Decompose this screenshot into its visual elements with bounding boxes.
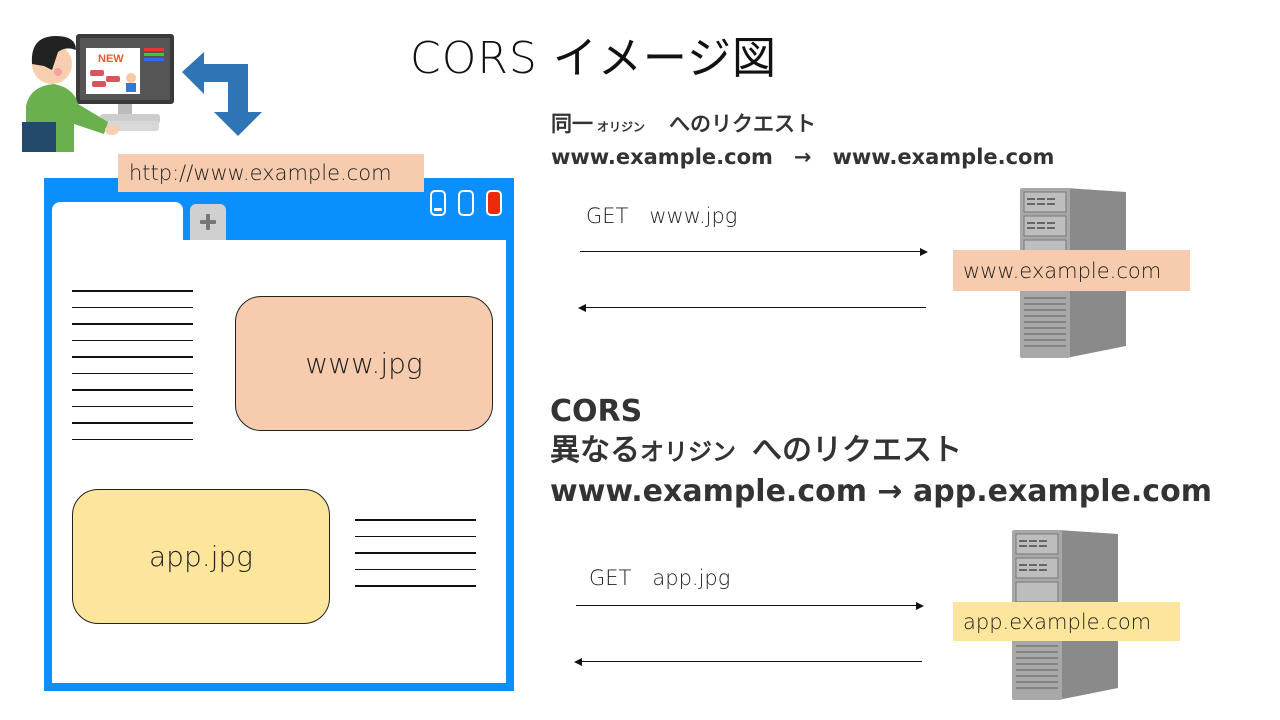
new-tab-button[interactable] xyxy=(190,204,226,240)
same-origin-route: www.example.com → www.example.com xyxy=(551,145,1055,169)
app-image-box: app.jpg xyxy=(72,489,330,624)
minimize-button[interactable] xyxy=(430,190,446,216)
plus-icon xyxy=(200,214,216,230)
text-lines-top xyxy=(72,290,193,455)
server-label-app: app.example.com xyxy=(953,602,1180,641)
same-origin-request-label: GET www.jpg xyxy=(586,204,738,228)
text-lines-bottom xyxy=(355,519,476,602)
page-title: CORS イメージ図 xyxy=(410,33,777,84)
cross-origin-route: www.example.com → app.example.com xyxy=(550,474,1212,509)
maximize-button[interactable] xyxy=(458,190,474,216)
cross-origin-suffix: へのリクエスト xyxy=(752,433,962,468)
request-arrow-2 xyxy=(576,600,924,612)
same-origin-suffix: へのリクエスト xyxy=(669,112,817,136)
person-at-computer-icon: NEW xyxy=(22,34,174,152)
www-image-box: www.jpg xyxy=(235,296,493,431)
cross-origin-small: オリジン xyxy=(640,438,736,466)
same-origin-prefix: 同一 xyxy=(551,112,593,136)
response-arrow-1 xyxy=(578,302,926,314)
double-arrow-icon xyxy=(182,52,262,136)
request-arrow-1 xyxy=(580,246,928,258)
cors-title: CORS xyxy=(550,394,643,429)
same-origin-heading: 同一オリジン へのリクエスト www.example.com → www.exam… xyxy=(551,109,1054,172)
url-label: http://www.example.com xyxy=(118,154,424,192)
browser-tab[interactable] xyxy=(52,202,183,242)
svg-text:NEW: NEW xyxy=(98,53,124,65)
response-arrow-2 xyxy=(574,656,922,668)
same-origin-small: オリジン xyxy=(597,120,646,134)
cross-origin-heading: CORS 異なるオリジンへのリクエスト www.example.com → ap… xyxy=(550,392,1212,511)
server-label-www: www.example.com xyxy=(953,250,1190,291)
cross-origin-prefix: 異なる xyxy=(550,433,640,468)
cross-origin-request-label: GET app.jpg xyxy=(589,566,731,590)
close-button[interactable] xyxy=(486,190,502,216)
